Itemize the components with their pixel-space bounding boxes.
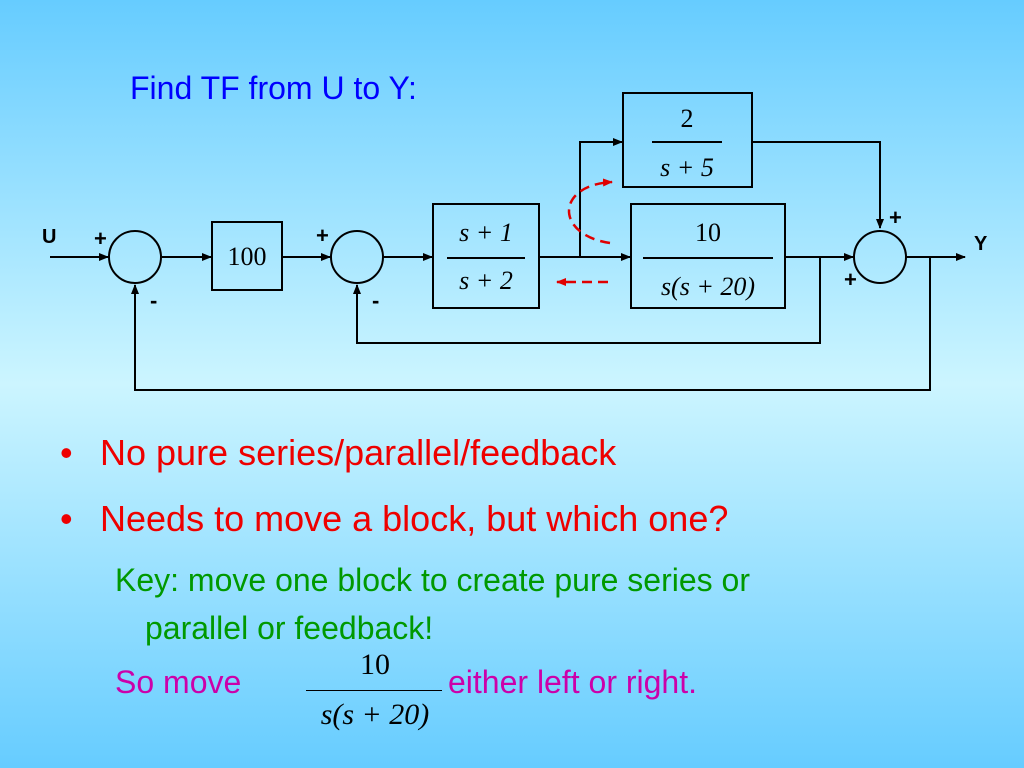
bullet-text: Needs to move a block, but which one? — [100, 498, 729, 539]
input-label: U — [42, 226, 56, 248]
move-fraction-rest: (s + 20) — [332, 698, 430, 731]
wire-inner-feedback — [353, 257, 821, 344]
summing-junction-1 — [108, 230, 162, 284]
key-line-2: parallel or feedback! — [145, 610, 434, 646]
move-prefix: So move — [115, 664, 242, 700]
bullet-dot: • — [60, 432, 73, 473]
lead-block — [432, 203, 540, 309]
key-line-1: Key: move one block to create pure serie… — [115, 562, 750, 598]
sum2-input-sign: + — [316, 223, 329, 248]
bullet-dot: • — [60, 498, 73, 539]
gain-block — [211, 221, 283, 291]
plant-numerator: 10 — [695, 218, 721, 247]
move-up-hint-arrow — [567, 178, 613, 245]
move-fraction-denominator: s(s + 20) — [300, 698, 450, 732]
move-fraction-var: s — [320, 698, 333, 731]
slide-title: Find TF from U to Y: — [130, 70, 417, 106]
parallel-block — [622, 92, 753, 188]
wire-branch-up — [579, 138, 623, 257]
plant-denominator: s(s + 20) — [661, 272, 755, 301]
sum3-top-sign: + — [889, 205, 902, 230]
plant-block — [630, 203, 786, 309]
lead-denominator: s + 2 — [459, 266, 513, 295]
summing-junction-3 — [853, 230, 907, 284]
sum3-bottom-sign: + — [844, 267, 857, 292]
parallel-numerator: 2 — [681, 104, 694, 133]
summing-junction-2 — [330, 230, 384, 284]
block-diagram: 100 s + 1 s + 2 10 s(s + 20) 2 s + 5 U Y… — [42, 92, 988, 391]
bullet-item-1: • No pure series/parallel/feedback — [60, 432, 616, 474]
bullet-item-2: • Needs to move a block, but which one? — [60, 498, 728, 540]
sum1-input-sign: + — [94, 226, 107, 251]
output-label: Y — [974, 233, 988, 255]
move-fraction-bar — [306, 690, 442, 691]
gain-label: 100 — [228, 242, 267, 271]
wire-branch-down — [752, 141, 884, 229]
parallel-denominator: s + 5 — [660, 153, 714, 182]
sum1-feedback-sign: - — [150, 288, 157, 313]
move-fraction-numerator: 10 — [360, 648, 390, 681]
wire-outer-feedback — [131, 257, 931, 391]
move-suffix: either left or right. — [448, 664, 697, 700]
move-fraction: 10 s(s + 20) — [300, 648, 450, 748]
bullet-text: No pure series/parallel/feedback — [100, 432, 617, 473]
lead-numerator: s + 1 — [459, 218, 513, 247]
sum2-feedback-sign: - — [372, 288, 379, 313]
